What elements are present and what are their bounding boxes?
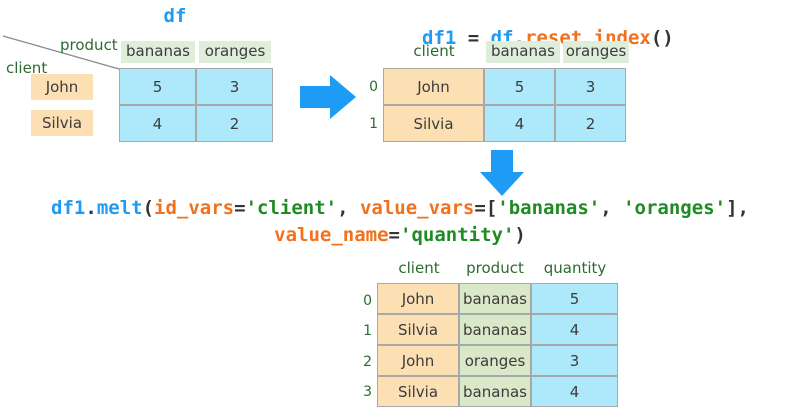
melt-cell-r1-c2: 4 (531, 314, 618, 345)
df-columns-axis-label: product (60, 36, 118, 54)
melt-cell-r2-c1: oranges (459, 345, 531, 376)
df1-cell-r1-c2: 2 (555, 105, 626, 142)
df1-column-header-2: oranges (563, 41, 629, 63)
df1-code-target: df1 (422, 27, 457, 49)
df1-cell-r0-c0: John (383, 68, 484, 105)
df-title: df (163, 5, 187, 27)
df1-index-label-0: 0 (369, 79, 378, 95)
df-cell-r1-c0: 4 (119, 105, 196, 142)
melt-code-line-1-token-3: ( (142, 197, 155, 219)
melt-code-line-1-token-6: 'client' (245, 197, 338, 219)
melt-code-line-2-token-2: 'quantity' (400, 224, 515, 246)
melt-code-line-1-token-0: df1 (51, 197, 86, 219)
melt-code-line-1: df1.melt(id_vars='client', value_vars=['… (0, 197, 800, 219)
df1-cell-r0-c2: 3 (555, 68, 626, 105)
melt-code-line-1-token-12: 'oranges' (623, 197, 727, 219)
df1-code-dot: . (513, 27, 526, 49)
melt-cell-r1-c1: bananas (459, 314, 531, 345)
melt-cell-r0-c2: 5 (531, 283, 618, 314)
df1-column-header-1: bananas (486, 41, 560, 63)
down-arrow-icon (480, 150, 524, 196)
df1-index-label-1: 1 (369, 116, 378, 132)
melt-cell-r3-c2: 4 (531, 376, 618, 407)
melt-code-line-1-token-5: = (234, 197, 246, 219)
melt-code-line-1-token-2: melt (96, 197, 143, 219)
melt-index-label-3: 3 (363, 384, 372, 400)
df-cell-r0-c0: 5 (119, 68, 196, 105)
melt-cell-r3-c1: bananas (459, 376, 531, 407)
melt-cell-r0-c0: John (377, 283, 459, 314)
df-cell-r1-c1: 2 (196, 105, 273, 142)
melt-code-line-1-token-4: id_vars (154, 197, 235, 219)
melt-code-line-1-token-13: ], (726, 197, 749, 219)
melt-column-header-0: client (398, 259, 440, 277)
melt-cell-r3-c0: Silvia (377, 376, 459, 407)
df1-code-equals: = (456, 27, 491, 49)
melt-cell-r2-c0: John (377, 345, 459, 376)
melt-cell-r2-c2: 3 (531, 345, 618, 376)
melt-index-label-0: 0 (363, 293, 372, 309)
df1-column-header-0: client (413, 42, 455, 60)
df-cell-r0-c1: 3 (196, 68, 273, 105)
melt-code-line-2: value_name='quantity') (0, 224, 800, 246)
melt-column-header-1: product (466, 259, 524, 277)
melt-code-line-1-token-10: 'bananas' (497, 197, 601, 219)
melt-code-line-1-token-1: . (85, 197, 97, 219)
melt-column-header-2: quantity (543, 259, 607, 277)
melt-cell-r1-c0: Silvia (377, 314, 459, 345)
melt-code-line-1-token-8: value_vars (359, 197, 475, 219)
df-column-header-1: oranges (199, 41, 271, 63)
melt-index-label-1: 1 (363, 323, 372, 339)
melt-code-line-1-token-7: , (337, 197, 360, 219)
melt-index-label-2: 2 (363, 354, 372, 370)
df-index-value-1: Silvia (31, 110, 93, 136)
right-arrow-icon (300, 75, 356, 119)
df1-code-parens: () (650, 27, 674, 49)
melt-code-line-1-token-9: =[ (474, 197, 498, 219)
df-index-axis-label: client (6, 59, 48, 77)
melt-code-line-1-token-11: , (600, 197, 624, 219)
melt-code-line-2-token-1: = (388, 224, 400, 246)
df-column-header-0: bananas (121, 41, 195, 63)
melt-code-line-2-token-0: value_name (274, 224, 389, 246)
melt-code-line-2-token-3: ) (514, 224, 526, 246)
melt-cell-r0-c1: bananas (459, 283, 531, 314)
df1-cell-r1-c1: 4 (484, 105, 555, 142)
df1-cell-r0-c1: 5 (484, 68, 555, 105)
df-index-value-0: John (31, 74, 93, 100)
df1-cell-r1-c0: Silvia (383, 105, 484, 142)
